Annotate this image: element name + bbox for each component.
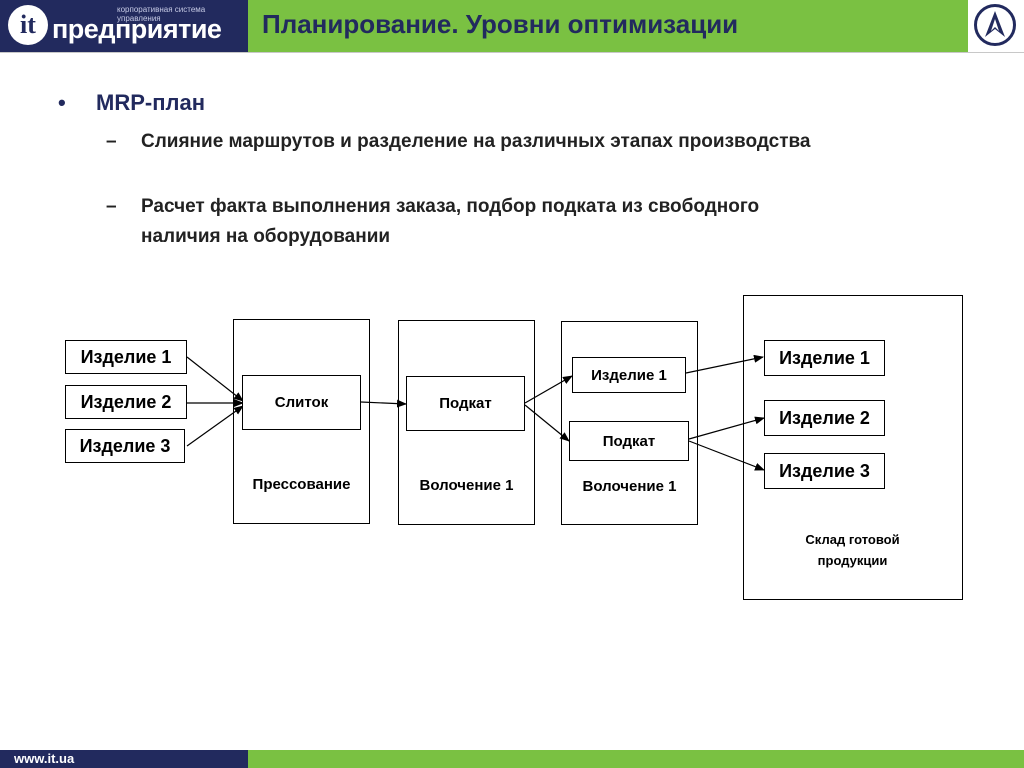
subitem-dash: – [106, 196, 117, 217]
input-item-1: Изделие 1 [65, 340, 187, 374]
footer-accent-bar [248, 750, 1024, 768]
node-podkat-drawing: Подкат [569, 421, 689, 461]
footer-bar [0, 750, 248, 768]
header-divider [0, 52, 1024, 53]
emblem-icon [974, 4, 1016, 46]
bullet-text: MRP-план [96, 90, 206, 115]
warehouse-caption-line-1: Склад готовой [805, 532, 900, 547]
slide-title: Планирование. Уровни оптимизации [262, 9, 739, 39]
emblem-arrow-icon [985, 11, 1005, 37]
subitem-dash: – [106, 131, 117, 152]
subitem-text: Слияние маршрутов и разделение на различ… [141, 131, 811, 152]
caption-drawing-1: Волочение 1 [419, 477, 514, 494]
warehouse-caption-line-2: продукции [817, 553, 888, 568]
logo[interactable]: it корпоративная система управления пред… [0, 0, 248, 52]
node-ingot: Слиток [242, 375, 361, 430]
emblem [968, 0, 1024, 52]
input-item-3: Изделие 3 [65, 429, 185, 463]
warehouse-item-2: Изделие 2 [764, 400, 885, 436]
footer-url-link[interactable]: www.it.ua [14, 751, 75, 766]
logo-tagline: корпоративная система управления [117, 5, 206, 23]
bullet-dot: • [58, 90, 66, 115]
caption-drawing-2: Волочение 1 [582, 478, 677, 495]
node-podkat: Подкат [406, 376, 525, 431]
warehouse-item-1: Изделие 1 [764, 340, 885, 376]
input-item-2: Изделие 2 [65, 385, 187, 419]
caption-pressing: Прессование [252, 476, 351, 493]
logo-mark-icon: it [8, 5, 48, 45]
node-item-1-drawing: Изделие 1 [572, 357, 686, 393]
logo-wordmark: предприятие [52, 14, 222, 44]
warehouse-item-3: Изделие 3 [764, 453, 885, 489]
subitem-text: Расчет факта выполнения заказа, подбор п… [141, 196, 760, 247]
